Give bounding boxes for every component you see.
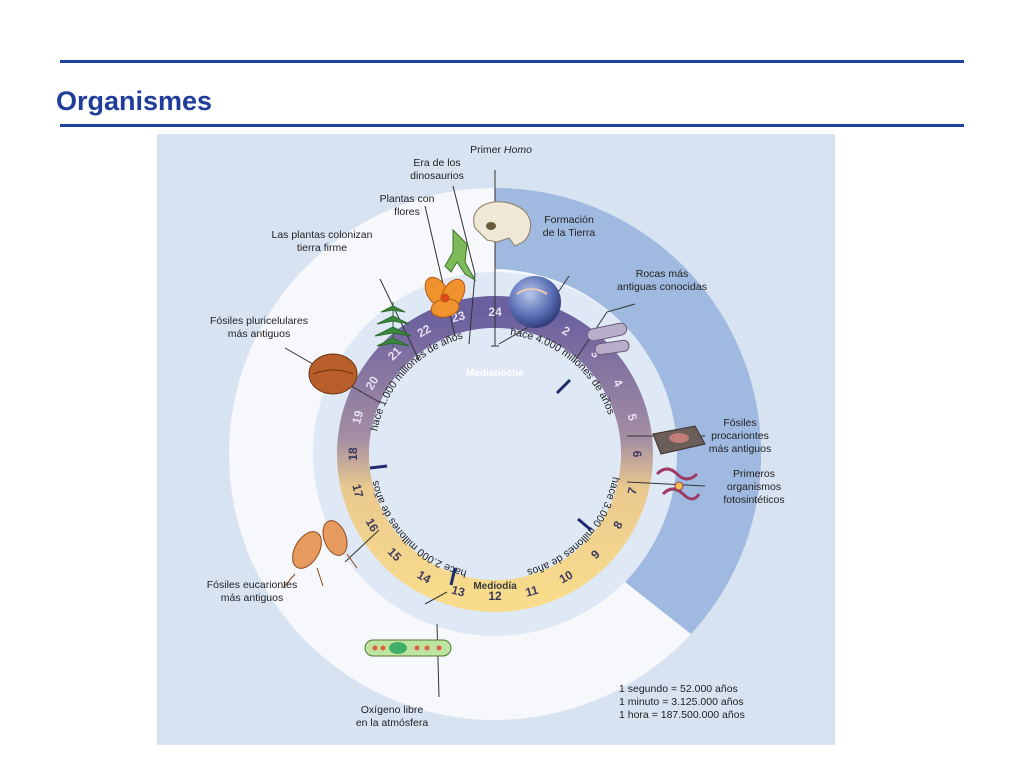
rocks-icon: [586, 322, 630, 356]
hour-number-13: 13: [450, 583, 467, 600]
title-rule-bottom: [60, 124, 964, 127]
noon-label: Mediodía: [473, 581, 517, 592]
hour-number-10: 10: [557, 567, 576, 586]
time-scale-legend: 1 segundo = 52.000 años 1 minuto = 3.125…: [619, 683, 747, 721]
hour-number-7: 7: [625, 485, 640, 495]
title-rule-top: [60, 60, 964, 63]
shell-fossil-icon: [308, 353, 358, 395]
flower-icon: [424, 276, 466, 318]
prokaryote-fossil-icon: [652, 425, 706, 455]
hour-number-18: 18: [346, 447, 360, 461]
eukaryote-fossil-icon: [282, 520, 358, 589]
hour-number-5: 5: [625, 412, 640, 422]
hour-number-14: 14: [415, 568, 434, 587]
dinosaur-icon: [444, 228, 477, 282]
evolution-clock-svg: 241234567891011121314151617181920212223 …: [207, 144, 785, 729]
hour-number-6: 6: [630, 451, 644, 458]
evolution-clock-figure: 241234567891011121314151617181920212223 …: [157, 134, 835, 745]
hour-number-20: 20: [363, 373, 382, 392]
slide-title: Organismes: [56, 86, 213, 116]
primer-homo-label: Primer Homo: [470, 144, 532, 156]
hour-number-12: 12: [488, 589, 502, 603]
billion-year-ticks: [369, 378, 592, 586]
skull-icon: [473, 201, 531, 247]
hour-number-16: 16: [363, 516, 382, 535]
hour-number-22: 22: [415, 321, 434, 340]
hour-number-19: 19: [349, 409, 366, 426]
photosynthetic-organisms-icon: [655, 467, 701, 501]
midnight-label: Medianoche: [466, 368, 524, 379]
oxygen-chain-icon: [364, 639, 452, 657]
fern-icon: [374, 302, 412, 348]
earth-icon: [509, 276, 561, 328]
hour-number-17: 17: [349, 483, 366, 500]
outer-blue-band: [495, 187, 762, 635]
hour-number-11: 11: [524, 583, 540, 600]
